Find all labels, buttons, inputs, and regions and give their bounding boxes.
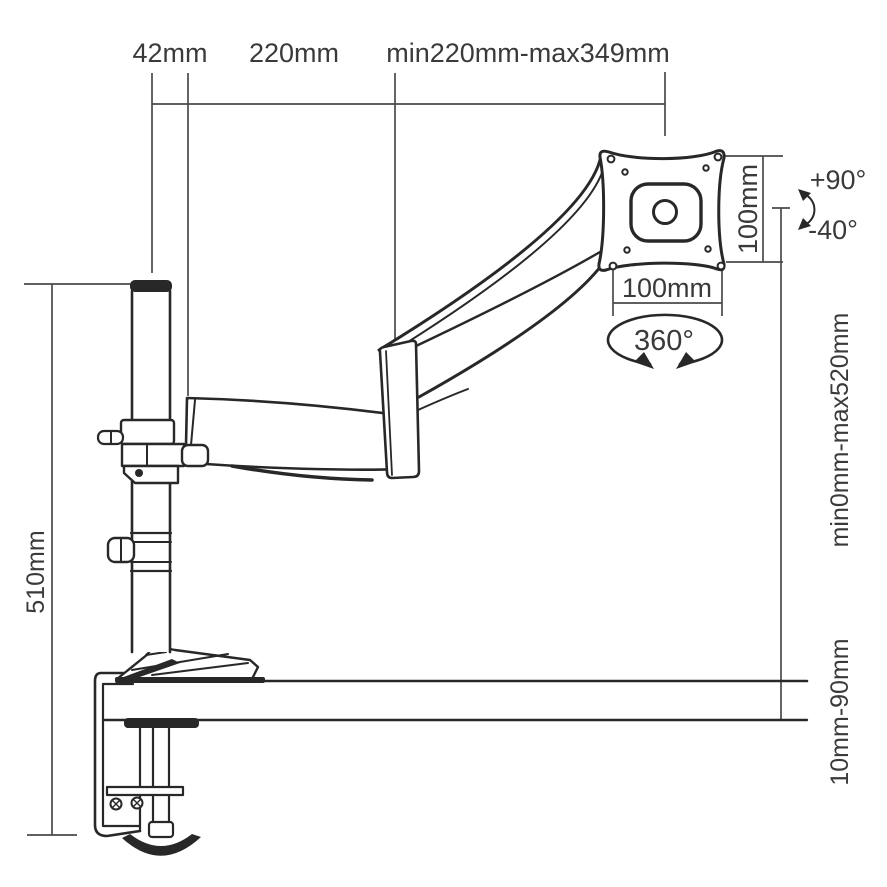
- elbow-joint: [378, 339, 421, 480]
- vesa-plate: [597, 149, 726, 272]
- rotation-ellipse: [606, 313, 724, 366]
- label-desk-thickness: 10mm-90mm: [826, 638, 854, 785]
- upper-arm-joint-seam: [417, 388, 469, 411]
- upper-arm: [377, 154, 605, 411]
- vesa-hole-br: [716, 261, 726, 271]
- vesa-hole-tl: [606, 154, 616, 164]
- screw-slot: [112, 800, 120, 808]
- base-wedge-dark: [121, 659, 180, 680]
- label-lower-arm-length: 220mm: [249, 38, 339, 68]
- label-pole-diameter: 42mm: [132, 38, 207, 68]
- label-tilt-down: -40°: [808, 215, 858, 245]
- lower-arm-under-seam: [230, 464, 374, 482]
- upper-arm-top-seam: [383, 166, 605, 358]
- pole-top-cap: [130, 280, 172, 292]
- base-ridge-1: [131, 653, 229, 671]
- vesa-inner-hole-bl: [623, 246, 631, 254]
- rotation-arrow-right: [676, 352, 696, 369]
- clamp-body-outline: [93, 671, 142, 838]
- vesa-hole-bl: [608, 261, 618, 271]
- label-rotation: 360°: [634, 325, 694, 357]
- lower-arm-body: [184, 396, 414, 471]
- arm-bracket: [96, 418, 210, 485]
- label-vesa-horizontal: 100mm: [622, 273, 712, 303]
- rotation-arrow-left: [634, 352, 654, 369]
- vesa-center-hole: [652, 199, 678, 225]
- base-foot-bar: [115, 677, 265, 683]
- upper-arm-top-edge: [377, 154, 603, 352]
- desk-clamp: [93, 671, 201, 856]
- vesa-hole-tr: [713, 152, 723, 162]
- bracket-block: [120, 442, 186, 468]
- rotation-indicator: [606, 313, 724, 369]
- label-vesa-vertical: 100mm: [733, 164, 763, 254]
- collar-ring: [119, 418, 176, 446]
- clamp-body-inner: [101, 682, 142, 828]
- pole-base: [115, 643, 265, 683]
- lower-arm: [184, 396, 414, 482]
- clamp-pad: [124, 718, 199, 728]
- upper-arm-mid-edge: [414, 250, 602, 348]
- dimension-lines: [24, 72, 790, 836]
- label-height-range: min0mm-max520mm: [826, 313, 854, 548]
- dimension-labels: 42mm 220mm min220mm-max349mm 100mm 100mm…: [22, 38, 866, 786]
- lower-arm-endcap-seam: [190, 399, 196, 446]
- label-pole-height: 510mm: [22, 530, 50, 613]
- desk-surface: [101, 679, 809, 722]
- label-tilt-up: +90°: [810, 165, 867, 195]
- upper-arm-bottom-edge: [417, 264, 603, 399]
- bracket-arm-cap: [180, 443, 210, 468]
- tilt-arrow-down: [798, 218, 811, 230]
- tilt-indicator: [798, 189, 816, 230]
- label-upper-arm-range: min220mm-max349mm: [386, 38, 670, 68]
- screw-slot: [133, 799, 141, 807]
- clamp-handle: [122, 834, 201, 856]
- vesa-center-boss: [629, 182, 703, 243]
- bracket-bolt: [135, 469, 143, 477]
- base-ridge-2: [151, 662, 249, 676]
- screw-collar: [147, 820, 175, 839]
- clamp-cross-bar: [105, 785, 185, 797]
- bracket-lower-tier: [122, 464, 180, 485]
- vesa-inner-hole-tr: [702, 164, 710, 172]
- elbow-seam: [385, 350, 393, 476]
- vesa-inner-hole-br: [704, 245, 712, 253]
- vesa-inner-hole-tl: [621, 168, 629, 176]
- tilt-arrow-up: [798, 189, 811, 201]
